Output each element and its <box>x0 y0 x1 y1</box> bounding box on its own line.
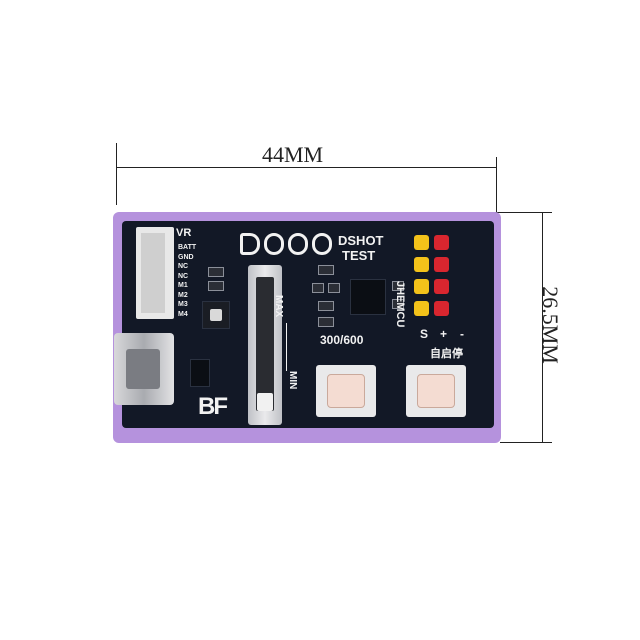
auto-start-button-base <box>406 365 466 417</box>
dshot-label: DSHOT <box>338 233 384 248</box>
width-dimension-line <box>116 167 496 168</box>
jhemcu-label: JHEMCU <box>394 281 406 328</box>
ic-chip <box>190 359 210 387</box>
smd-component <box>312 283 324 293</box>
bf-logo: BF <box>198 393 228 420</box>
jst-connector <box>136 227 174 319</box>
power-pin <box>434 257 449 272</box>
smd-component <box>208 267 224 277</box>
pin-label: BATT <box>178 244 197 251</box>
minus-label: - <box>460 327 464 341</box>
signal-pin <box>414 279 429 294</box>
height-dimension-tick-bottom <box>500 442 552 443</box>
signal-pin <box>414 257 429 272</box>
width-dimension-tick-left <box>116 143 117 205</box>
pin-label: M2 <box>178 291 188 299</box>
power-pin <box>434 301 449 316</box>
width-dimension-tick-right <box>496 157 497 215</box>
mcu-chip <box>350 279 386 315</box>
max-label: MAX <box>273 295 284 318</box>
power-pin <box>434 235 449 250</box>
smd-component <box>392 281 404 291</box>
smd-component <box>392 299 404 309</box>
smd-component <box>318 301 334 311</box>
signal-pin <box>414 235 429 250</box>
smd-component <box>318 265 334 275</box>
max-min-arrow-line <box>286 323 287 371</box>
servo-pin-header <box>414 235 460 327</box>
height-dimension-tick-top <box>482 212 552 213</box>
usb-c-port <box>114 333 174 405</box>
plus-label: + <box>440 327 448 341</box>
vr-label: VR <box>176 227 192 239</box>
speed-button[interactable] <box>327 374 365 408</box>
inductor-chip <box>202 301 230 329</box>
auto-start-label: 自启停 <box>430 348 463 360</box>
min-label: MIN <box>287 371 298 390</box>
power-pin <box>434 279 449 294</box>
width-dimension-label: 44MM <box>262 142 324 167</box>
pin-label: NC <box>178 272 189 280</box>
auto-start-button[interactable] <box>417 374 455 408</box>
pin-label: M4 <box>178 310 188 318</box>
height-dimension-line <box>542 212 543 442</box>
test-label: TEST <box>342 248 376 263</box>
speed-button-base <box>316 365 376 417</box>
pin-label: M1 <box>178 282 188 289</box>
signal-pin <box>414 301 429 316</box>
slider-potentiometer[interactable] <box>248 265 282 425</box>
pin-label: NC <box>178 263 189 270</box>
s-label: S <box>420 327 429 341</box>
smd-component <box>318 317 334 327</box>
slider-knob[interactable] <box>257 393 273 411</box>
pcb-board: VR BATT GND NC NC M1 M2 M3 M4 DSHOT TEST… <box>114 221 494 428</box>
smd-component <box>328 283 340 293</box>
height-dimension-label: 26.5MM <box>538 286 563 364</box>
smd-component <box>208 281 224 291</box>
pin-label-list: BATT GND NC NC M1 M2 M3 M4 <box>178 243 206 319</box>
pin-label: M3 <box>178 301 188 308</box>
dooo-logo <box>240 233 332 257</box>
speed-label: 300/600 <box>320 333 364 347</box>
pin-label: GND <box>178 253 194 261</box>
